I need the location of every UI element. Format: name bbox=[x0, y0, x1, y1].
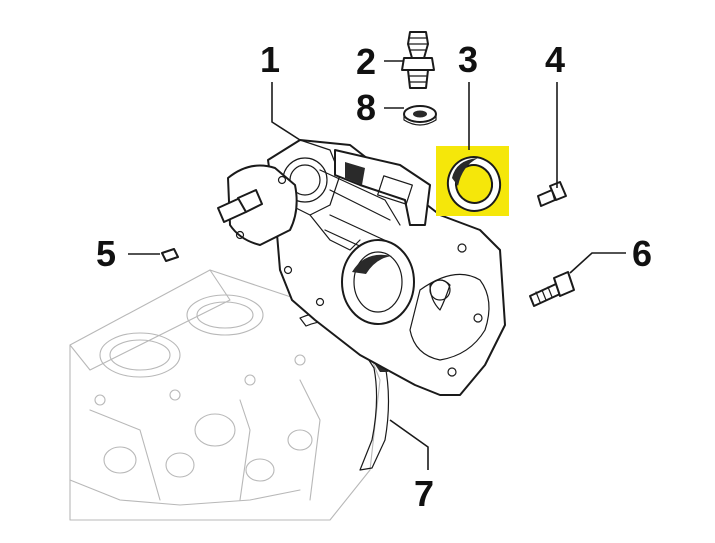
part-5-pin bbox=[161, 248, 179, 262]
leader-lines bbox=[128, 60, 626, 470]
part-2-fitting bbox=[401, 31, 435, 89]
callout-labels: 1 2 3 4 5 6 7 8 bbox=[96, 39, 652, 514]
part-1-timing-cover bbox=[267, 139, 506, 396]
label-5: 5 bbox=[96, 233, 116, 274]
leader-6 bbox=[569, 252, 626, 274]
label-2: 2 bbox=[356, 41, 376, 82]
part-3-oil-seal bbox=[436, 146, 509, 216]
side-cover-plate bbox=[217, 164, 298, 246]
label-7: 7 bbox=[414, 473, 434, 514]
label-1: 1 bbox=[260, 39, 280, 80]
leader-1 bbox=[271, 82, 301, 141]
part-8-washer bbox=[403, 105, 437, 126]
label-3: 3 bbox=[458, 39, 478, 80]
label-6: 6 bbox=[632, 233, 652, 274]
leader-7 bbox=[389, 419, 429, 470]
part-6-bolt bbox=[529, 271, 575, 307]
label-4: 4 bbox=[545, 39, 565, 80]
part-4-screw bbox=[537, 181, 567, 207]
engine-block bbox=[69, 269, 381, 521]
label-8: 8 bbox=[356, 87, 376, 128]
